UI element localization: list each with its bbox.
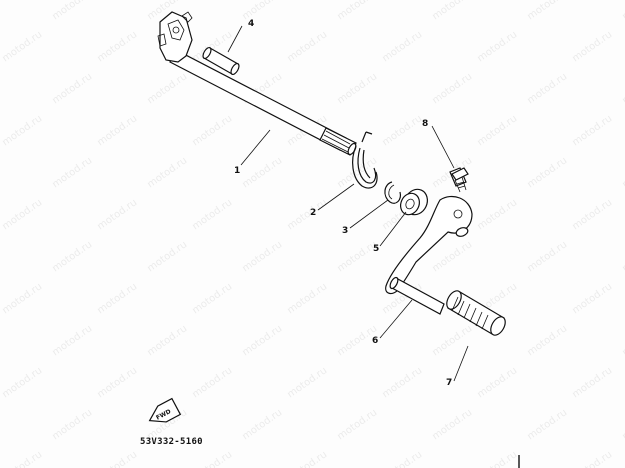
bolt <box>449 167 469 193</box>
watermark-text: motod.ru <box>145 71 189 106</box>
watermark-text: motod.ru <box>525 407 569 442</box>
watermark-text: motod.ru <box>430 0 474 22</box>
watermark-text: motod.ru <box>380 365 424 400</box>
watermark-text: motod.ru <box>95 29 139 64</box>
leader-lines <box>227 25 469 382</box>
watermark-text: motod.ru <box>430 323 474 358</box>
watermark-text: motod.ru <box>50 155 94 190</box>
watermark-text: motod.ru <box>525 155 569 190</box>
watermark-text: motod.ru <box>475 29 519 64</box>
watermark-text: motod.ru <box>570 449 614 468</box>
pedal-rubber <box>446 290 506 336</box>
watermark-text: motod.ru <box>95 281 139 316</box>
watermark-text: motod.ru <box>0 449 44 468</box>
watermark-text: motod.ru <box>50 323 94 358</box>
watermark-text: motod.ru <box>570 113 614 148</box>
watermark-text: motod.ru <box>380 29 424 64</box>
watermark-text: motod.ru <box>190 365 234 400</box>
watermark-text: motod.ru <box>620 407 625 442</box>
watermark-text: motod.ru <box>570 29 614 64</box>
watermark-text: motod.ru <box>95 449 139 468</box>
watermark-text: motod.ru <box>285 29 329 64</box>
callout-8: 8 <box>422 119 428 129</box>
watermark-text: motod.ru <box>240 407 284 442</box>
watermark-text: motod.ru <box>335 0 379 22</box>
callout-3: 3 <box>342 226 348 236</box>
watermark-text: motod.ru <box>240 323 284 358</box>
front-arrow-icon: FWD <box>148 397 182 423</box>
watermark-text: motod.ru <box>190 197 234 232</box>
watermark-text: motod.ru <box>240 239 284 274</box>
watermark-text: motod.ru <box>335 155 379 190</box>
shift-shaft <box>157 11 357 156</box>
watermark-text: motod.ru <box>285 281 329 316</box>
callout-7: 7 <box>446 378 452 388</box>
watermark-text: motod.ru <box>190 449 234 468</box>
callout-2: 2 <box>310 208 316 218</box>
watermark-text: motod.ru <box>50 71 94 106</box>
shift-pedal-arm <box>385 195 473 315</box>
watermark-text: motod.ru <box>380 113 424 148</box>
watermark-text: motod.ru <box>620 0 625 22</box>
watermark-text: motod.ru <box>0 365 44 400</box>
watermark-text: motod.ru <box>50 0 94 22</box>
watermark-text: motod.ru <box>50 239 94 274</box>
watermark-text: motod.ru <box>475 113 519 148</box>
watermark-text: motod.ru <box>145 155 189 190</box>
watermark-text: motod.ru <box>0 113 44 148</box>
torsion-spring <box>352 131 378 189</box>
watermark-text: motod.ru <box>145 323 189 358</box>
watermark-text: motod.ru <box>240 155 284 190</box>
watermark-text: motod.ru <box>380 449 424 468</box>
watermark-text: motod.ru <box>475 197 519 232</box>
oil-seal <box>400 188 428 216</box>
watermark-text: motod.ru <box>525 71 569 106</box>
watermark-text: motod.ru <box>570 365 614 400</box>
watermark-text: motod.ru <box>95 197 139 232</box>
watermark-text: motod.ru <box>190 281 234 316</box>
watermark-text: motod.ru <box>475 365 519 400</box>
callout-labels: 1 2 3 4 5 6 7 8 <box>234 19 452 388</box>
watermark-text: motod.ru <box>430 239 474 274</box>
callout-6: 6 <box>372 336 378 346</box>
watermark-text: motod.ru <box>570 281 614 316</box>
watermark-text: motod.ru <box>95 365 139 400</box>
watermark-text: motod.ru <box>240 0 284 22</box>
callout-5: 5 <box>373 244 379 254</box>
watermark-text: motod.ru <box>0 29 44 64</box>
watermark-text: motod.ru <box>0 197 44 232</box>
watermark-text: motod.ru <box>620 71 625 106</box>
watermark-text: motod.ru <box>430 71 474 106</box>
watermark-text: motod.ru <box>190 113 234 148</box>
pin <box>202 46 240 76</box>
watermark-text: motod.ru <box>475 449 519 468</box>
watermark-text: motod.ru <box>620 323 625 358</box>
callout-1: 1 <box>234 166 240 176</box>
watermark-text: motod.ru <box>285 197 329 232</box>
watermark-text: motod.ru <box>620 155 625 190</box>
watermark-text: motod.ru <box>335 71 379 106</box>
watermark-text: motod.ru <box>50 407 94 442</box>
watermark-text: motod.ru <box>525 239 569 274</box>
watermark-text: motod.ru <box>145 239 189 274</box>
watermark-text: motod.ru <box>525 0 569 22</box>
watermark-text: motod.ru <box>570 197 614 232</box>
watermark-text: motod.ru <box>285 449 329 468</box>
watermark-text: motod.ru <box>620 239 625 274</box>
watermark-text: motod.ru <box>335 407 379 442</box>
watermark-text: motod.ru <box>430 407 474 442</box>
callout-4: 4 <box>248 19 254 29</box>
watermark-text: motod.ru <box>0 281 44 316</box>
diagram-code: 53V332-5160 <box>140 437 203 447</box>
watermark-text: motod.ru <box>525 323 569 358</box>
watermark-text: motod.ru <box>95 113 139 148</box>
circlip <box>384 181 401 204</box>
watermark-text: motod.ru <box>285 365 329 400</box>
